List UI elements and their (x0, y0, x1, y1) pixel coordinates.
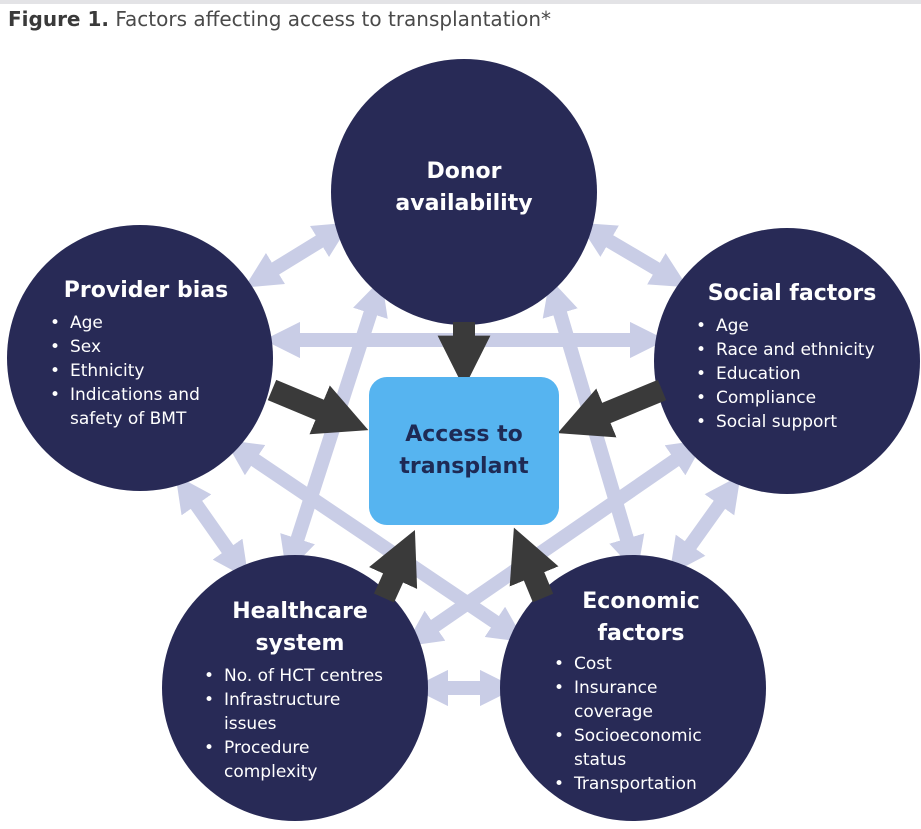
list-item: Cost (550, 652, 740, 676)
list-item: Socioeconomic (550, 724, 740, 748)
list-item: Age (46, 311, 246, 335)
list-item: Race and ethnicity (692, 338, 892, 362)
list-item: Infrastructure (200, 688, 400, 712)
donor-title-line-2: availability (395, 191, 533, 216)
economic-node: Economic factors Cost Insurance coverage… (550, 586, 740, 796)
list-item: Indications and (46, 383, 246, 407)
top-rule (0, 0, 921, 4)
list-item: Education (692, 362, 892, 386)
economic-title-line-2: factors (597, 621, 685, 646)
donor-title: Donor availability (340, 156, 588, 220)
list-item-continuation: issues (224, 714, 277, 734)
healthcare-title-line-1: Healthcare (232, 599, 368, 624)
list-item-continuation: safety of BMT (70, 409, 187, 429)
social-list: Age Race and ethnicity Education Complia… (692, 314, 892, 434)
arrow-healthcare-to-center (369, 529, 418, 603)
donor-node: Donor availability (340, 156, 588, 220)
figure-caption-text: Factors affecting access to transplantat… (115, 7, 551, 31)
access-to-transplant-box: Access to transplant (369, 377, 559, 525)
list-item: Age (692, 314, 892, 338)
figure-label: Figure 1. (8, 7, 109, 31)
center-line-1: Access to (405, 422, 523, 447)
economic-title: Economic factors (542, 586, 740, 650)
provider-title: Provider bias (63, 278, 229, 303)
list-item: No. of HCT centres (200, 664, 400, 688)
list-item-continuation: coverage (574, 702, 653, 722)
list-item: Social support (692, 410, 892, 434)
social-node: Social factors Age Race and ethnicity Ed… (692, 278, 892, 434)
list-item: Compliance (692, 386, 892, 410)
healthcare-node: Healthcare system No. of HCT centres Inf… (200, 596, 400, 784)
economic-list: Cost Insurance coverage Socioeconomic st… (550, 652, 740, 796)
donor-node-circle (331, 59, 597, 325)
link-provider-healthcare (175, 475, 249, 579)
link-donor-provider (244, 222, 351, 288)
healthcare-title: Healthcare system (200, 596, 400, 660)
donor-title-line-1: Donor (426, 159, 502, 184)
center-line-2: transplant (399, 454, 529, 479)
list-item: Insurance (550, 676, 740, 700)
link-social-economic (669, 475, 741, 575)
healthcare-list: No. of HCT centres Infrastructure issues… (200, 664, 400, 784)
list-item: Transportation (550, 772, 740, 796)
list-item: Sex (46, 335, 246, 359)
list-item-continuation: complexity (224, 762, 318, 782)
list-item: Ethnicity (46, 359, 246, 383)
arrow-social-to-center (557, 379, 667, 438)
social-title: Social factors (707, 281, 877, 306)
provider-node: Provider bias Age Sex Ethnicity Indicati… (46, 275, 246, 431)
list-item-continuation: status (574, 750, 627, 770)
provider-list: Age Sex Ethnicity Indications and safety… (46, 311, 246, 431)
arrow-provider-to-center (267, 379, 369, 435)
economic-title-line-1: Economic (582, 589, 700, 614)
figure-caption: Figure 1. Factors affecting access to tr… (8, 7, 551, 31)
link-donor-social (578, 222, 688, 288)
arrow-economic-to-center (509, 527, 559, 603)
healthcare-title-line-2: system (255, 631, 345, 656)
list-item: Procedure (200, 736, 400, 760)
